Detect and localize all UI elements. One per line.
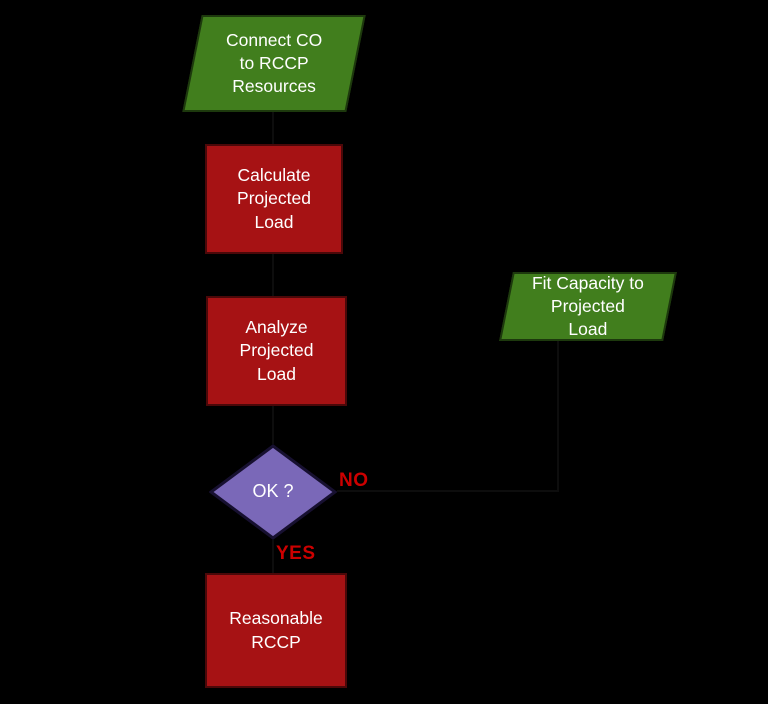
edge-decision-no-vertical <box>557 341 559 492</box>
diamond-shape <box>209 444 337 540</box>
flow-node-decision-label: OK ? <box>252 481 294 502</box>
flow-node-analyze-label: Analyze Projected Load <box>239 317 314 384</box>
flow-node-analyze-projected-load: Analyze Projected Load <box>206 296 347 406</box>
flow-node-calculate-label: Calculate Projected Load <box>237 165 311 232</box>
flow-node-decision-ok: OK ? <box>209 444 337 540</box>
edge-connect-to-calculate <box>272 112 274 144</box>
edge-decision-to-reasonable <box>272 540 274 573</box>
flow-node-fit-capacity: Fit Capacity to Projected Load <box>499 272 677 341</box>
flow-node-reasonable-rccp: Reasonable RCCP <box>205 573 347 688</box>
flow-node-calculate-projected-load: Calculate Projected Load <box>205 144 343 254</box>
flow-node-connect-co-label: Connect CO to RCCP Resources <box>225 29 323 97</box>
edge-label-yes: YES <box>276 543 316 564</box>
edge-calculate-to-analyze <box>272 254 274 296</box>
edge-label-no: NO <box>339 470 369 491</box>
edge-decision-no-horizontal <box>337 490 559 492</box>
flow-node-fit-capacity-label: Fit Capacity to Projected Load <box>532 272 644 340</box>
flow-node-connect-co: Connect CO to RCCP Resources <box>182 15 366 112</box>
flow-node-reasonable-label: Reasonable RCCP <box>229 608 323 652</box>
edge-analyze-to-decision <box>272 406 274 444</box>
